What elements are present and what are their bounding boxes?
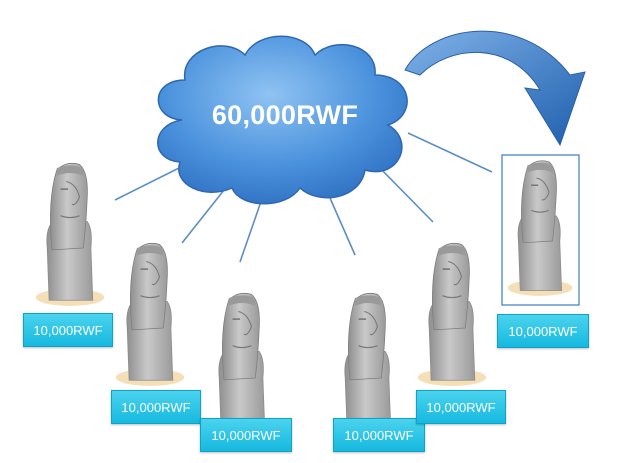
cloud-shape: [157, 35, 408, 205]
amount-box-6: 10,000RWF: [497, 314, 589, 348]
statue-1: [35, 162, 105, 307]
connector-line: [329, 197, 356, 256]
amount-box-1: 10,000RWF: [23, 313, 113, 347]
amount-box-4: 10,000RWF: [333, 418, 425, 452]
curved-arrow-icon: [404, 30, 586, 147]
amount-box-5: 10,000RWF: [416, 390, 506, 424]
statue-3: [207, 292, 277, 437]
statue-6: [506, 160, 574, 297]
statue-4: [333, 292, 403, 437]
connector-line: [407, 132, 493, 173]
connector-line: [114, 164, 186, 201]
amount-box-3: 10,000RWF: [200, 418, 292, 452]
statue-2: [115, 242, 185, 387]
statue-5: [417, 242, 487, 387]
cloud-total-amount: 60,000RWF: [211, 100, 359, 130]
amount-box-2: 10,000RWF: [111, 390, 201, 424]
highlight-frame: [501, 154, 580, 306]
